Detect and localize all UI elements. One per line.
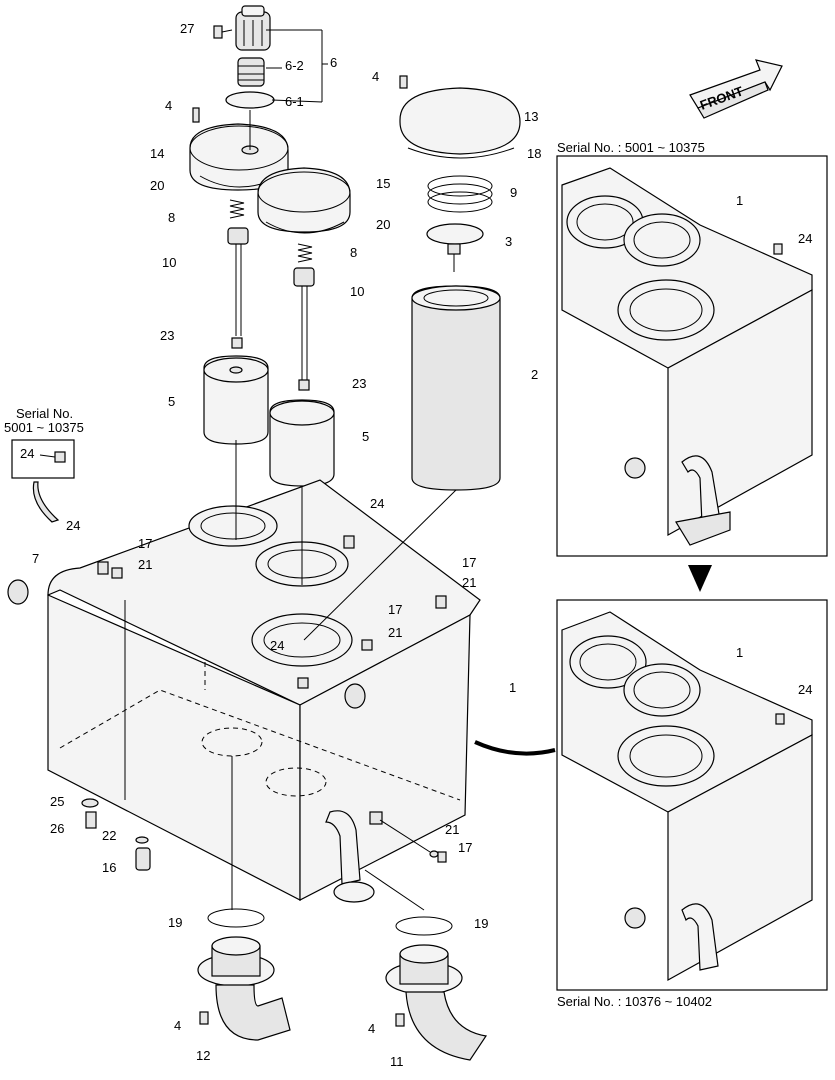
inset-bottom-callout-1: 1 [736,645,743,660]
link-arrow [474,740,556,756]
callout-23a: 23 [160,328,174,343]
small-inset-serial-range: 5001 ~ 10375 [4,420,84,435]
inset-top-callout-1: 1 [736,193,743,208]
small-inset-callout-24: 24 [20,446,34,461]
callout-3: 3 [505,234,512,249]
callout-21d: 21 [445,822,459,837]
mid-cover [257,167,351,234]
return-filter-stack [399,75,521,491]
callout-7: 7 [32,551,39,566]
small-inset-serial-label: Serial No. [16,406,73,421]
callout-17b: 17 [462,555,476,570]
callout-26: 26 [50,821,64,836]
callout-11: 11 [390,1054,404,1069]
callout-13: 13 [524,109,538,124]
callout-17d: 17 [458,840,472,855]
callout-4d: 4 [368,1021,375,1036]
callout-8a: 8 [168,210,175,225]
inset-bottom-caption: Serial No. : 10376 ~ 10402 [557,994,712,1009]
callout-21a: 21 [138,557,152,572]
callout-24c: 24 [270,638,284,653]
left-element-stack [203,199,269,445]
callout-20a: 20 [150,178,164,193]
callout-21c: 21 [388,625,402,640]
breather-assembly [213,5,328,109]
callout-21b: 21 [462,575,476,590]
callout-17c: 17 [388,602,402,617]
callout-10b: 10 [350,284,364,299]
callout-8b: 8 [350,245,357,260]
callout-25: 25 [50,794,64,809]
small-serial-inset [11,439,75,523]
callout-4b: 4 [372,69,379,84]
inset-top-callout-24: 24 [798,231,812,246]
inset-top-frame [556,155,828,557]
callout-19b: 19 [474,916,488,931]
suction-pipe-right [385,916,488,1061]
callout-14: 14 [150,146,164,161]
callout-5b: 5 [362,429,369,444]
callout-10a: 10 [162,255,176,270]
right-element-stack [269,243,335,487]
hydraulic-tank [7,440,481,911]
callout-15: 15 [376,176,390,191]
callout-27: 27 [180,21,194,36]
callout-6-1: 6-1 [285,94,304,109]
down-arrow [688,565,712,592]
inset-bottom-frame [556,599,828,991]
inset-top-caption: Serial No. : 5001 ~ 10375 [557,140,705,155]
callout-1: 1 [509,680,516,695]
callout-19a: 19 [168,915,182,930]
callout-6-2: 6-2 [285,58,304,73]
inset-bottom-callout-24: 24 [798,682,812,697]
callout-2: 2 [531,367,538,382]
callout-12: 12 [196,1048,210,1063]
callout-24b: 24 [370,496,384,511]
suction-pipe-left [197,908,291,1041]
callout-22: 22 [102,828,116,843]
callout-4c: 4 [174,1018,181,1033]
callout-4a: 4 [165,98,172,113]
callout-20b: 20 [376,217,390,232]
callout-5a: 5 [168,394,175,409]
front-arrow: FRONT [689,59,783,119]
callout-18: 18 [527,146,541,161]
callout-9: 9 [510,185,517,200]
callouts: 27 6 6-2 6-1 4 14 20 8 10 23 5 15 20 8 1… [4,21,812,1069]
callout-24a: 24 [66,518,80,533]
callout-23b: 23 [352,376,366,391]
drain-parts [81,798,447,871]
callout-17a: 17 [138,536,152,551]
callout-16: 16 [102,860,116,875]
callout-6: 6 [330,55,337,70]
